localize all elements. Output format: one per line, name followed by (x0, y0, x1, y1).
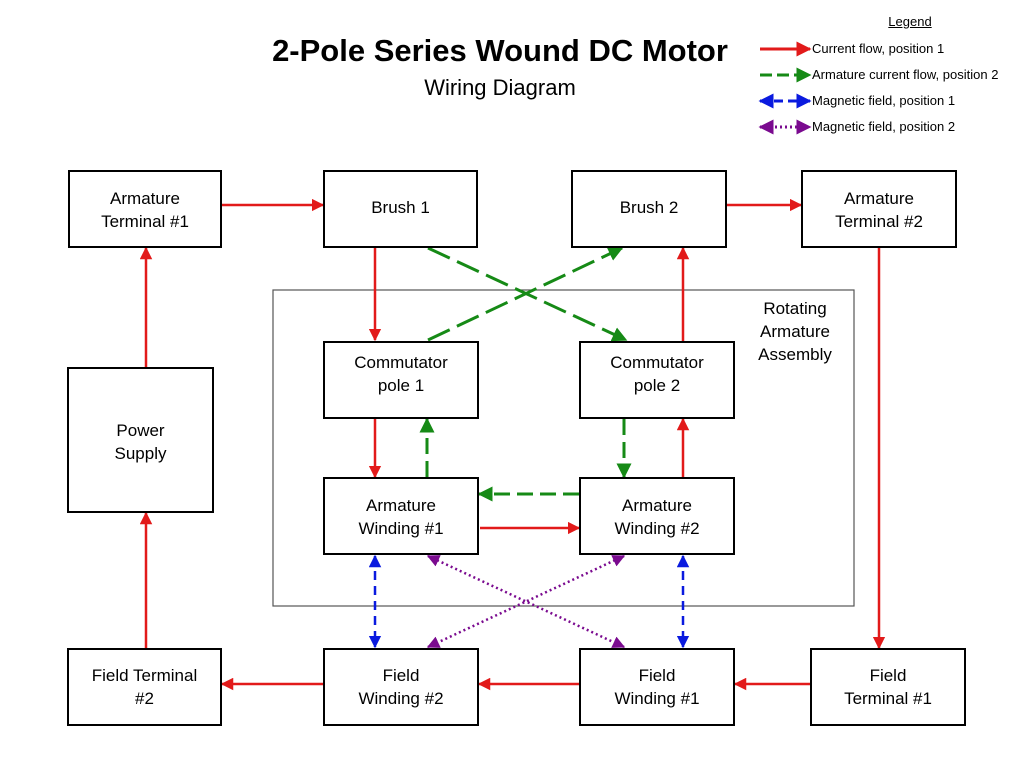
box-line: Commutator (354, 353, 448, 372)
current-flow-position-1 (139, 198, 886, 691)
legend-label-magnetic-field-position-2: Magnetic field, position 2 (812, 119, 956, 134)
brush-1-box: Brush 1 (323, 170, 478, 248)
legend-samples (758, 41, 812, 135)
region-label-line-2: Armature (760, 322, 830, 341)
box-line: pole 1 (377, 376, 425, 395)
box-line: Commutator (610, 353, 704, 372)
box-line: Brush 1 (371, 198, 430, 217)
box-line: Power (116, 421, 165, 440)
box-line: Field Terminal (91, 666, 198, 685)
field-terminal-1-box: Field Terminal #1 (810, 648, 966, 726)
box-line: Supply (114, 444, 167, 463)
diagram-title: 2-Pole Series Wound DC Motor (272, 33, 728, 68)
legend-title: Legend (888, 14, 932, 29)
box-line: Winding #2 (358, 689, 444, 708)
box-line: Field (638, 666, 676, 685)
brush-2-box: Brush 2 (571, 170, 727, 248)
commutator-pole-2-box: Commutator pole 2 (579, 341, 735, 419)
armature-winding-2-box: Armature Winding #2 (579, 477, 735, 555)
diagram-subtitle: Wiring Diagram (424, 75, 576, 100)
armature-winding-1-box: Armature Winding #1 (323, 477, 479, 555)
field-link-winding1-to-field-winding1 (426, 554, 626, 649)
box-line: Terminal #1 (844, 689, 932, 708)
legend-label-armature-current-position-2: Armature current flow, position 2 (812, 67, 999, 82)
magnetic-field-position-2 (426, 554, 626, 649)
box-line: Winding #1 (358, 519, 444, 538)
field-terminal-2-box: Field Terminal #2 (67, 648, 222, 726)
box-line: Field (382, 666, 420, 685)
armature-current-position-2 (419, 246, 632, 502)
box-line: Terminal #1 (101, 212, 189, 231)
box-line: Armature (844, 189, 914, 208)
box-line: Armature (366, 496, 436, 515)
legend-label-current-position-1: Current flow, position 1 (812, 41, 945, 56)
box-line: Armature (110, 189, 180, 208)
field-link-winding2-to-field-winding2 (426, 554, 626, 649)
armature-terminal-1-box: Armature Terminal #1 (68, 170, 222, 248)
box-line: Terminal #2 (835, 212, 923, 231)
region-label-line-1: Rotating (763, 299, 827, 318)
armature-terminal-2-box: Armature Terminal #2 (801, 170, 957, 248)
box-line: Winding #2 (614, 519, 700, 538)
field-winding-2-box: Field Winding #2 (323, 648, 479, 726)
box-line: #2 (135, 689, 154, 708)
power-supply-box: Power Supply (67, 367, 214, 513)
magnetic-field-position-1 (368, 554, 690, 649)
arrow-commutator1-to-brush2 (427, 246, 624, 342)
legend-label-magnetic-field-position-1: Magnetic field, position 1 (812, 93, 956, 108)
rotating-armature-assembly-label: Rotating Armature Assembly (740, 297, 850, 366)
field-winding-1-box: Field Winding #1 (579, 648, 735, 726)
box-line: Winding #1 (614, 689, 700, 708)
box-line: Field (869, 666, 907, 685)
box-line: Armature (622, 496, 692, 515)
box-line: pole 2 (633, 376, 681, 395)
region-label-line-3: Assembly (758, 345, 832, 364)
box-line: Brush 2 (619, 198, 679, 217)
commutator-pole-1-box: Commutator pole 1 (323, 341, 479, 419)
